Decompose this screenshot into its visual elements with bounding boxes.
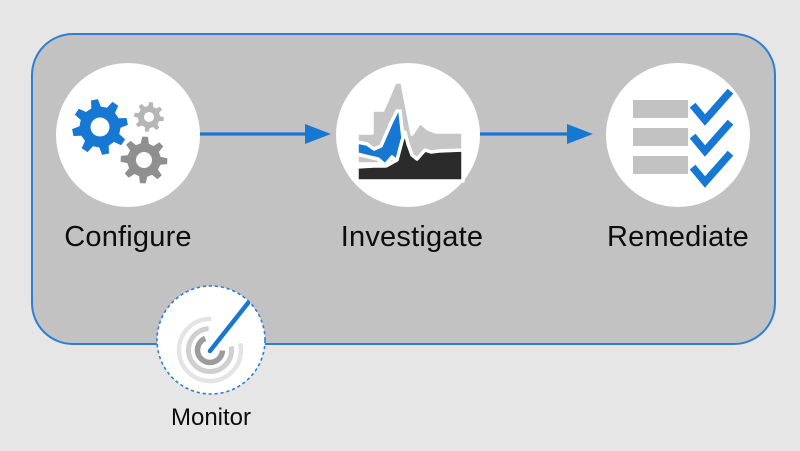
chart-dark-area: [355, 130, 465, 183]
step-circle-remediate: [606, 63, 750, 207]
checklist-bar: [633, 156, 688, 174]
arrow-configure-to-investigate-icon: [200, 124, 331, 144]
gauge-arc-outer: [176, 316, 244, 384]
gauge-needle: [207, 300, 251, 354]
step-circle-configure: [56, 63, 200, 207]
step-label-remediate: Remediate: [606, 221, 750, 253]
checkmark-icon: [689, 150, 734, 188]
gauge-arc-inner: [194, 334, 226, 366]
medium-gear-shape: [120, 136, 168, 184]
checkmark-icon: [689, 88, 734, 126]
small-gear-shape: [134, 102, 164, 132]
checklist-bar: [633, 128, 688, 146]
monitor-label: Monitor: [170, 404, 252, 431]
gauge-arc-middle: [186, 326, 234, 374]
radar-gauge-icon: [156, 285, 266, 395]
checklist-bar: [633, 100, 688, 118]
spike-chart-icon: [355, 80, 465, 183]
step-label-configure: Configure: [64, 221, 192, 253]
arrow-investigate-to-remediate-icon: [480, 124, 593, 144]
large-gear-shape: [72, 99, 128, 155]
monitor-circle: [153, 282, 269, 398]
step-label-investigate: Investigate: [340, 221, 484, 253]
gears-icon: [72, 99, 168, 184]
step-circle-investigate: [336, 63, 480, 207]
checkmark-icon: [689, 119, 734, 157]
checklist-icon: [633, 88, 734, 188]
